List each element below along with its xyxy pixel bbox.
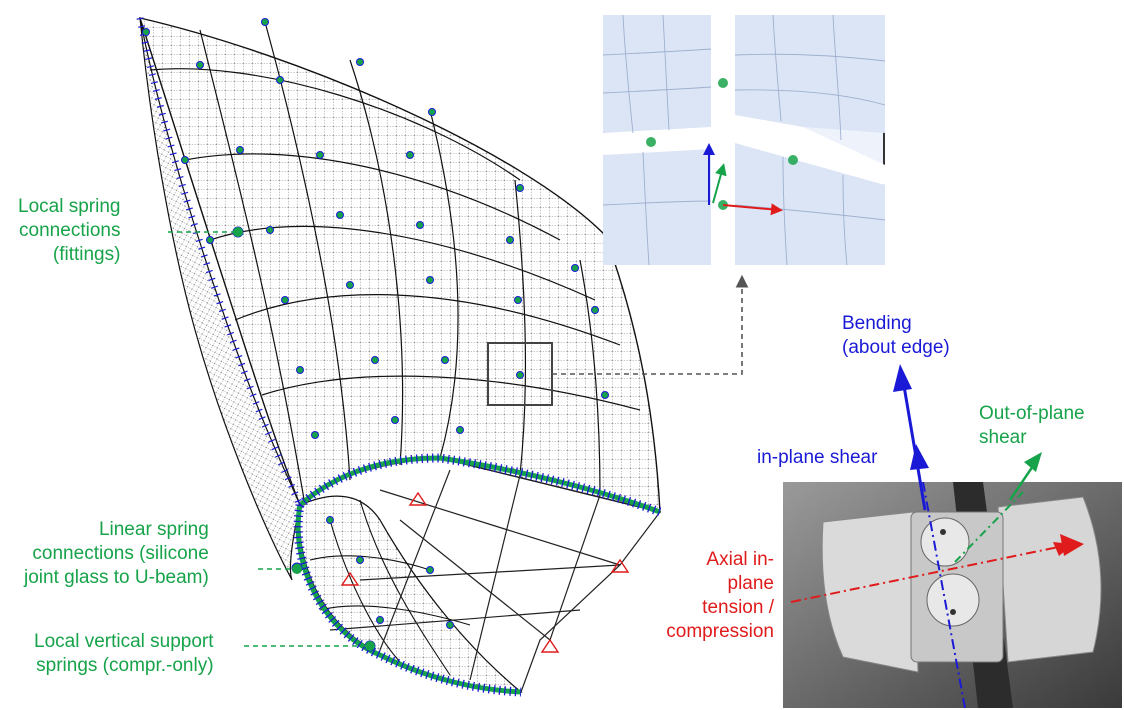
inset-detail-view (603, 15, 885, 265)
green-node-icon (233, 227, 375, 651)
label-in-plane-shear: in-plane shear (757, 447, 878, 468)
label-bending: Bending (about edge) (842, 313, 950, 358)
label-leaders (168, 231, 368, 647)
shell-mesh (138, 17, 661, 693)
label-vertical-support: Local vertical support springs (compr.-o… (34, 631, 214, 676)
u-beam-edge (136, 17, 662, 697)
triangle-support-icon (340, 491, 630, 653)
label-linear-spring: Linear spring connections (silicone join… (24, 519, 209, 588)
fitting-photo (783, 482, 1122, 708)
label-out-of-plane-shear: Out-of-plane shear (979, 403, 1085, 448)
label-local-spring: Local spring connections (fittings) (18, 196, 121, 265)
floor-frame (329, 457, 662, 693)
label-axial: Axial in- plane tension / compression (666, 549, 774, 642)
zoom-detail-box (487, 274, 749, 406)
